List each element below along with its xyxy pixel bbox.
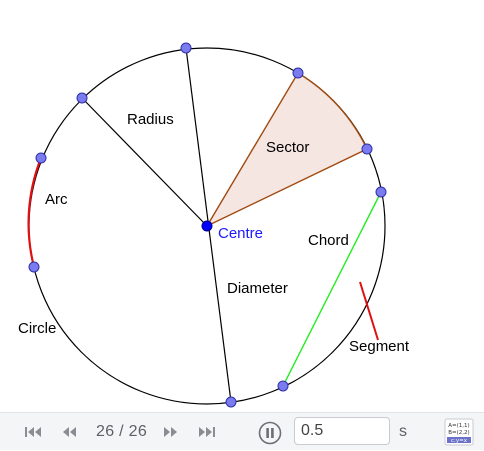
point-diameter-bottom[interactable] xyxy=(225,396,237,408)
point-chord-top[interactable] xyxy=(375,186,387,198)
step-counter: 26 / 26 xyxy=(96,423,148,440)
segment-line xyxy=(359,281,379,341)
speed-unit-label: s xyxy=(399,423,407,440)
point-sector-start[interactable] xyxy=(292,67,304,79)
point-radius-end[interactable] xyxy=(76,92,88,104)
rewind-icon xyxy=(63,427,76,437)
algebra-view-button[interactable]: A=(1,1) B=(2,2) c:y=x xyxy=(444,418,474,446)
algebra-view-icon: A=(1,1) B=(2,2) c:y=x xyxy=(444,418,474,446)
next-step-button[interactable] xyxy=(160,423,182,441)
point-chord-bottom[interactable] xyxy=(277,380,289,392)
first-step-button[interactable] xyxy=(22,423,44,441)
previous-step-button[interactable] xyxy=(58,423,80,441)
fast-forward-icon xyxy=(164,427,177,437)
animation-speed-input[interactable] xyxy=(294,417,390,445)
animation-player-bar: 26 / 26 s A=(1,1) B=(2,2) c:y=x xyxy=(0,412,484,450)
algebra-icon-line-1: A=(1,1) xyxy=(448,423,469,429)
skip-to-end-icon xyxy=(199,427,215,437)
geometry-canvas: Radius Sector Arc Centre Chord Diameter … xyxy=(18,42,410,408)
chord-line xyxy=(282,191,382,387)
algebra-icon-line-2: B=(2,2) xyxy=(448,430,469,436)
algebra-icon-line-3: c:y=x xyxy=(451,438,468,444)
circle-label: Circle xyxy=(18,320,56,337)
pause-icon xyxy=(258,421,282,445)
point-arc-end[interactable] xyxy=(28,261,40,273)
point-diameter-top[interactable] xyxy=(180,42,192,54)
arc-curve xyxy=(27,157,43,268)
diameter-label: Diameter xyxy=(227,280,288,297)
radius-label: Radius xyxy=(127,111,174,128)
skip-to-start-icon xyxy=(25,427,41,437)
pause-button[interactable] xyxy=(258,421,282,445)
segment-label: Segment xyxy=(349,338,410,355)
last-step-button[interactable] xyxy=(196,423,218,441)
centre-label: Centre xyxy=(218,225,263,242)
sector-region xyxy=(207,73,367,226)
chord-label: Chord xyxy=(308,232,349,249)
sector-label: Sector xyxy=(266,139,309,156)
centre-point[interactable] xyxy=(201,220,213,232)
point-arc-start[interactable] xyxy=(35,152,47,164)
radius-line xyxy=(81,97,208,227)
point-sector-end[interactable] xyxy=(361,143,373,155)
arc-label: Arc xyxy=(45,191,68,208)
